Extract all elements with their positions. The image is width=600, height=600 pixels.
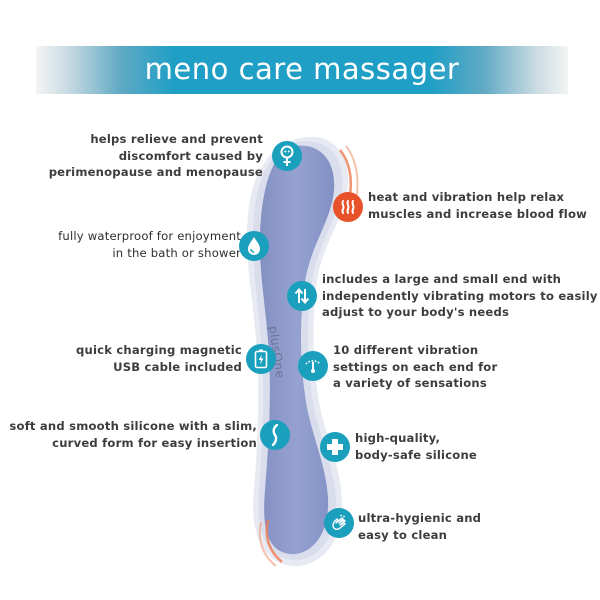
feature-text-line: muscles and increase blood flow — [368, 206, 588, 221]
gauge-icon — [298, 351, 328, 381]
feature-text-line: USB cable included — [113, 359, 242, 374]
curve-shape-icon — [260, 420, 290, 450]
heat-wave-bottom-1 — [265, 519, 283, 563]
feature-text-line: high-quality, — [355, 431, 441, 445]
feature-silicone-curved: soft and smooth silicone with a slim, cu… — [9, 418, 257, 451]
water-drop-icon — [239, 231, 269, 261]
feature-text-line: body-safe silicone — [355, 447, 477, 462]
heat-icon — [333, 192, 363, 222]
title-banner: meno care massager — [36, 46, 568, 94]
heat-wave-bottom-2 — [258, 521, 277, 567]
feature-text-line: soft and smooth silicone with a slim, — [9, 419, 257, 433]
feature-heat-vibration: heat and vibration help relax muscles an… — [368, 189, 587, 222]
feature-dual-motors: includes a large and small end with inde… — [322, 271, 598, 321]
feature-menopause-relief: helps relieve and prevent discomfort cau… — [49, 131, 263, 181]
feature-text-line: heat and vibration help relax — [368, 190, 565, 204]
massager-body — [259, 145, 335, 555]
plus-icon — [320, 432, 350, 462]
feature-text-line: fully waterproof for enjoyment — [58, 229, 241, 243]
page-title: meno care massager — [144, 52, 460, 86]
feature-text-line: perimenopause and menopause — [48, 165, 263, 179]
feature-text-line: independently vibrating motors to easily — [322, 288, 598, 303]
feature-charging: quick charging magnetic USB cable includ… — [76, 342, 242, 375]
feature-text-line: helps relieve and prevent — [90, 132, 263, 146]
feature-body-safe-silicone: high-quality, body-safe silicone — [355, 430, 477, 463]
female-symbol-icon — [272, 141, 302, 171]
feature-text-line: ultra-hygienic and — [358, 511, 482, 525]
feature-text-line: curved form for easy insertion — [52, 435, 257, 450]
battery-charging-icon — [246, 344, 276, 374]
up-down-arrows-icon — [287, 281, 317, 311]
feature-text-line: easy to clean — [358, 527, 448, 542]
feature-text-line: in the bath or shower — [112, 245, 241, 260]
feature-text-line: 10 different vibration — [333, 343, 479, 357]
feature-text-line: discomfort caused by — [118, 148, 263, 163]
feature-hygienic: ultra-hygienic and easy to clean — [358, 510, 481, 543]
hands-washing-icon — [324, 508, 354, 538]
feature-text-line: a variety of sensations — [333, 376, 487, 390]
feature-text-line: adjust to your body's needs — [322, 305, 510, 319]
feature-text-line: quick charging magnetic — [76, 343, 242, 357]
feature-vibration-settings: 10 different vibration settings on each … — [333, 342, 497, 392]
feature-waterproof: fully waterproof for enjoyment in the ba… — [58, 228, 241, 261]
feature-text-line: includes a large and small end with — [322, 272, 562, 286]
feature-text-line: settings on each end for — [333, 359, 498, 374]
